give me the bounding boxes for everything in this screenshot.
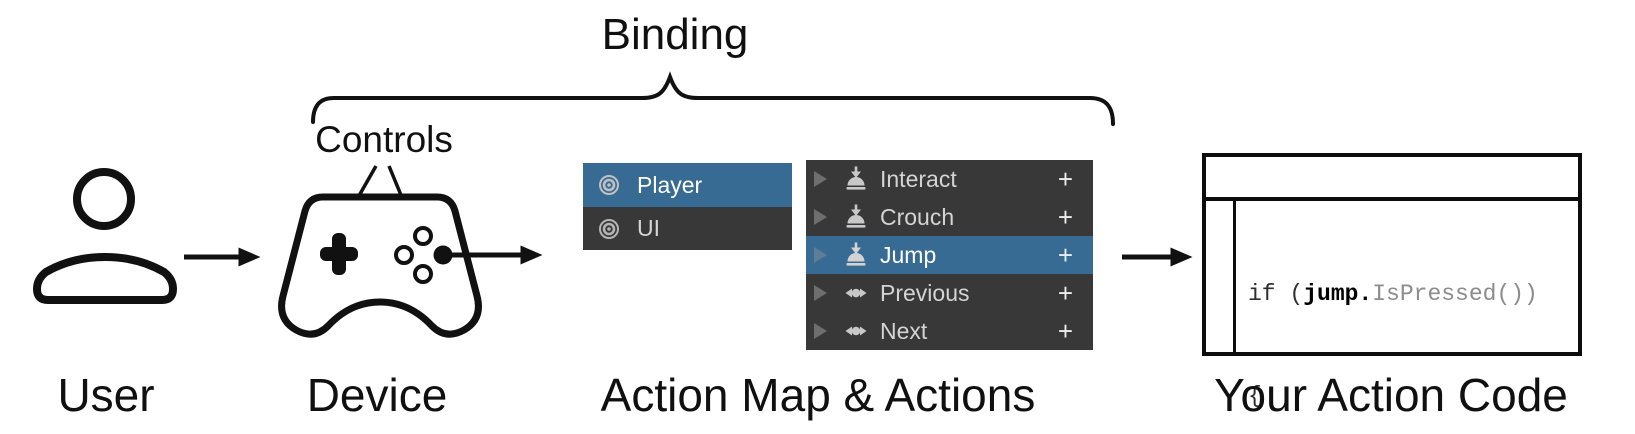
foldout-triangle-icon[interactable]: [814, 247, 827, 263]
code-line-2: {: [1248, 379, 1538, 413]
code-if: if (: [1248, 281, 1304, 307]
button-press-icon: [846, 204, 866, 228]
gamepad-icon: [278, 193, 482, 338]
foldout-triangle-icon[interactable]: [814, 209, 827, 225]
action-map-row-player[interactable]: Player: [583, 163, 792, 207]
dpad-icon: [320, 233, 358, 275]
action-row-label: Previous: [880, 279, 970, 306]
user-icon: [33, 168, 177, 304]
binding-label: Binding: [601, 10, 749, 59]
foldout-triangle-icon[interactable]: [814, 323, 827, 339]
action-row-label: Crouch: [880, 203, 955, 230]
action-map-row-label: UI: [637, 215, 660, 241]
action-row-label: Interact: [880, 165, 957, 192]
stage-label-action-code: Your Action Code: [1214, 369, 1568, 421]
button-press-icon: [846, 242, 866, 266]
code-jump-ref: jump.: [1303, 281, 1373, 307]
code-window-titlebar: [1206, 157, 1578, 201]
add-binding-button[interactable]: +: [1057, 164, 1073, 194]
code-line-1: if (jump.IsPressed()): [1248, 277, 1538, 311]
button-press-icon: [846, 166, 866, 190]
axis-icon: [845, 326, 867, 336]
action-row-next[interactable]: Next +: [806, 312, 1093, 350]
controls-label: Controls: [315, 119, 453, 160]
axis-icon: [845, 288, 867, 298]
code-window: if (jump.IsPressed()) { // your code }: [1202, 153, 1582, 409]
actions-panel: Interact + Crouch + Jump +: [806, 160, 1093, 350]
action-row-label: Next: [880, 317, 928, 344]
add-binding-button[interactable]: +: [1057, 316, 1073, 346]
action-row-crouch[interactable]: Crouch +: [806, 198, 1093, 236]
add-binding-button[interactable]: +: [1057, 240, 1073, 270]
add-binding-button[interactable]: +: [1057, 278, 1073, 308]
foldout-triangle-icon[interactable]: [814, 285, 827, 301]
action-row-label: Jump: [880, 241, 937, 268]
action-map-icon: [599, 175, 619, 195]
stage-label-user: User: [57, 369, 155, 421]
code-open-brace: {: [1248, 383, 1262, 409]
action-map-icon: [599, 218, 619, 239]
action-row-jump[interactable]: Jump +: [806, 236, 1093, 274]
action-map-row-label: Player: [637, 171, 703, 198]
binding-brace: [311, 71, 1115, 126]
foldout-triangle-icon[interactable]: [814, 171, 827, 187]
action-map-panel: Player UI: [583, 163, 792, 250]
add-binding-button[interactable]: +: [1057, 202, 1073, 232]
stage-label-action-map: Action Map & Actions: [600, 369, 1036, 421]
action-row-previous[interactable]: Previous +: [806, 274, 1093, 312]
stage-label-device: Device: [306, 369, 448, 421]
action-row-interact[interactable]: Interact +: [806, 160, 1093, 198]
code-ispressed-call: IsPressed()): [1372, 281, 1538, 307]
action-map-row-ui[interactable]: UI: [583, 207, 792, 250]
action-code-snippet: if (jump.IsPressed()) { // your code }: [1248, 209, 1538, 434]
code-window-gutter: [1233, 201, 1236, 352]
